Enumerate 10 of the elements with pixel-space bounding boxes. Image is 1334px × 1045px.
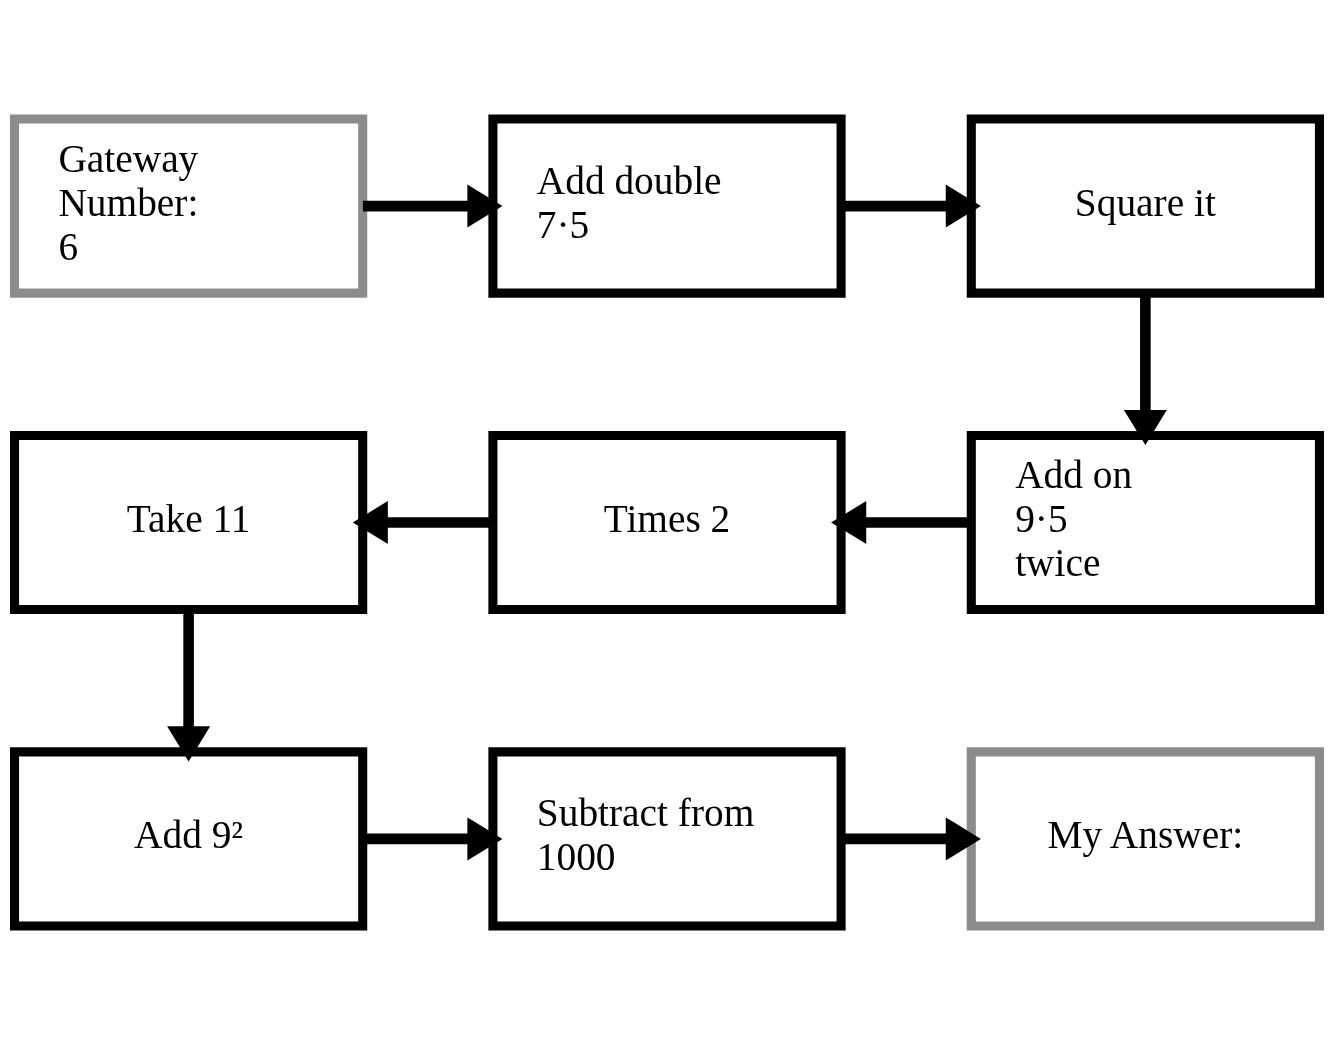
node-box: My Answer: (966, 747, 1324, 931)
node-box: Add double 7·5 (488, 114, 846, 298)
node-box: Subtract from 1000 (488, 747, 846, 931)
node-box: Square it (966, 114, 1324, 298)
node-box: Add 9² (10, 747, 368, 931)
node-box: Times 2 (488, 430, 846, 615)
node-box: Gateway Number: 6 (10, 114, 368, 298)
node-box: Take 11 (10, 430, 368, 615)
arrow (362, 184, 503, 228)
node-box: Add on 9·5 twice (966, 430, 1324, 615)
